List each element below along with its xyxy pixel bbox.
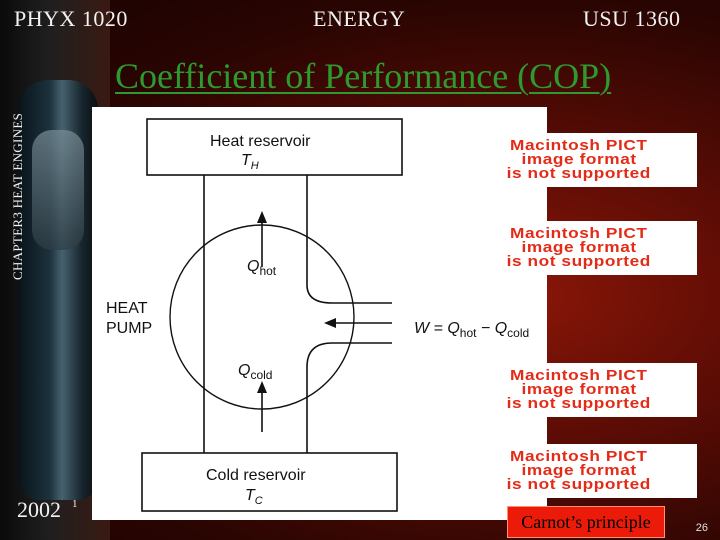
footer-year: 2002 (17, 497, 61, 523)
slide-title: Coefficient of Performance (COP) (115, 55, 611, 97)
header-course: PHYX 1020 (14, 6, 128, 32)
header-topic: ENERGY (313, 6, 405, 32)
hot-reservoir-label: Heat reservoir (210, 133, 311, 150)
heat-pump-label-line2: PUMP (106, 320, 152, 337)
pict-placeholder-4: Macintosh PICT image format is not suppo… (461, 444, 697, 498)
work-arrow (324, 318, 392, 328)
heat-pump-label-line1: HEAT (106, 300, 148, 317)
pict-placeholder-1: Macintosh PICT image format is not suppo… (461, 133, 697, 187)
q-cold-arrow (257, 381, 267, 432)
pict-placeholder-2: Macintosh PICT image format is not suppo… (461, 221, 697, 275)
cold-reservoir-label: Cold reservoir (206, 467, 306, 484)
slide-number: 26 (696, 522, 708, 534)
chapter-label: CHAPTER3 HEAT ENGINES (10, 113, 26, 280)
car-window-image (32, 130, 84, 250)
header-code: USU 1360 (583, 6, 681, 32)
carnot-principle-button[interactable]: Carnot’s principle (507, 506, 665, 538)
pict-placeholder-3: Macintosh PICT image format is not suppo… (461, 363, 697, 417)
footer-year-fragment: 1 (72, 498, 78, 510)
work-equation: W = Qhot − Qcold (414, 320, 529, 340)
q-cold-label: Qcold (238, 362, 272, 382)
